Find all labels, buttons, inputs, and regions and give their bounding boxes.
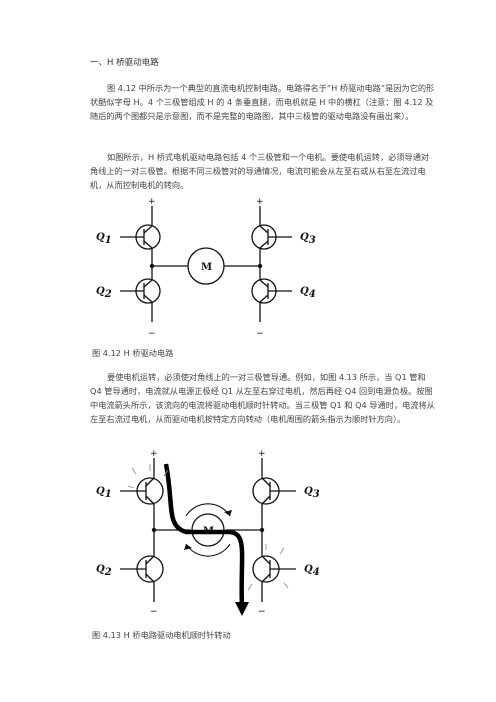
transistor-q3	[251, 224, 292, 250]
transistor-q3	[252, 477, 296, 505]
q4-label: Q4	[304, 564, 320, 578]
minus-label-left: −	[148, 329, 156, 339]
plus-label-left: +	[150, 449, 158, 459]
current-path	[163, 463, 245, 609]
transistor-q1	[120, 477, 164, 505]
paragraph-2: 如图所示，H 桥式电机驱动电路包括 4 个三极管和一个电机。要使电机运转，必须导…	[90, 152, 430, 190]
plus-label-right: +	[258, 449, 266, 459]
h-bridge-diagram: M	[96, 197, 316, 339]
plus-label-left: +	[148, 197, 156, 207]
q3-label: Q3	[304, 486, 320, 500]
transistor-q4	[251, 278, 292, 304]
paragraph-1: 图 4.12 中所示为一个典型的直流电机控制电路。电路得名于“H 桥驱动电路”是…	[90, 83, 435, 121]
figure-4-12-caption: 图 4.12 H 桥驱动电路	[92, 348, 174, 358]
q3-label: Q3	[300, 232, 316, 246]
motor-label: M	[201, 262, 212, 273]
current-arrowhead	[235, 602, 249, 616]
transistor-q4	[252, 555, 296, 583]
q1-glow-rays	[127, 464, 169, 489]
transistor-q2	[120, 278, 161, 304]
q2-label: Q2	[96, 564, 112, 578]
figure-4-13-caption: 图 4.13 H 桥电路驱动电机顺时针转动	[92, 630, 231, 640]
clockwise-arrows	[185, 503, 231, 557]
minus-label-left: −	[150, 607, 158, 616]
minus-label-right: −	[258, 607, 266, 616]
h-bridge-clockwise-diagram: M	[96, 449, 320, 616]
plus-label-right: +	[256, 197, 264, 207]
q1-label: Q1	[96, 486, 112, 500]
transistor-q1	[120, 224, 161, 250]
q4-glow-rays	[247, 544, 289, 591]
motor-symbol	[187, 247, 225, 285]
q4-label: Q4	[300, 286, 316, 300]
q1-label: Q1	[96, 232, 112, 246]
paragraph-3: 要使电机运转，必须使对角线上的一对三极管导通。例如，如图 4.13 所示，当 Q…	[90, 372, 435, 424]
q2-label: Q2	[96, 286, 112, 300]
minus-label-right: −	[256, 329, 264, 339]
section-heading: 一、H 桥驱动电路	[90, 58, 159, 68]
transistor-q2	[120, 555, 164, 583]
